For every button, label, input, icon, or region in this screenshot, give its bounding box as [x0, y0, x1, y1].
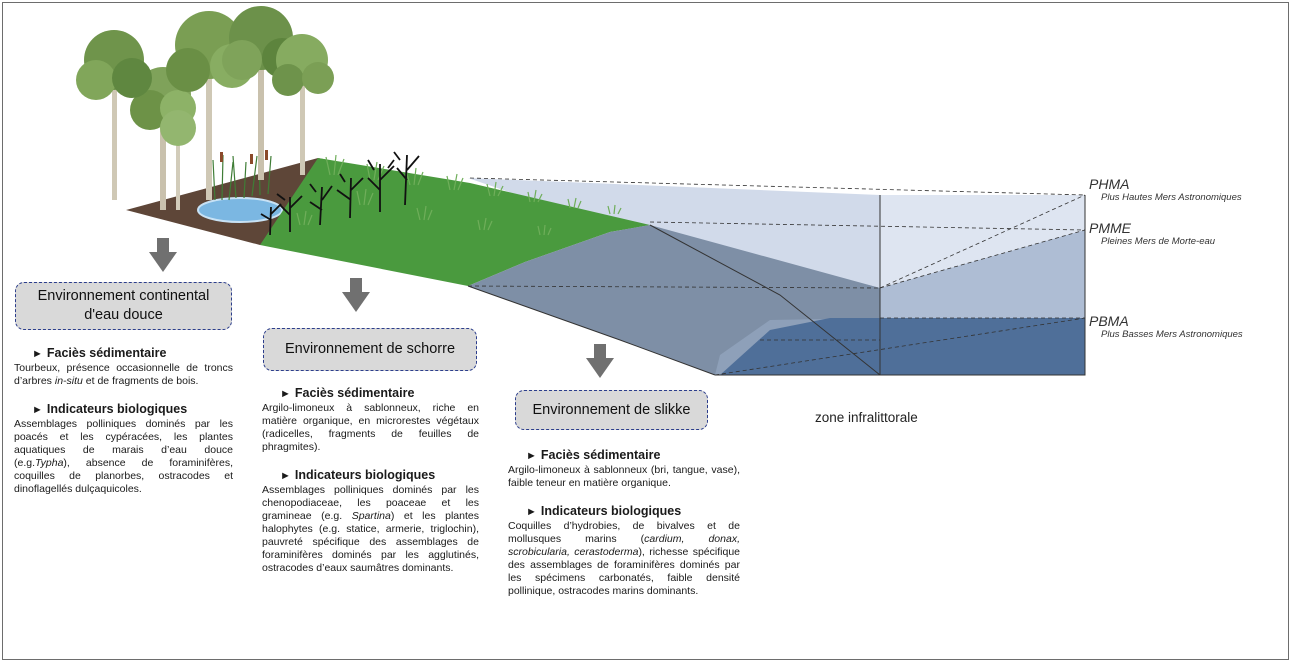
- tidal-level-code: PHMA: [1089, 176, 1130, 192]
- tidal-level-code: PBMA: [1089, 313, 1129, 329]
- env-continental-text: ►Faciès sédimentaire Tourbeux, présence …: [14, 346, 233, 496]
- tree-icon: [160, 110, 196, 210]
- env-schorre-text: ►Faciès sédimentaire Argilo-limoneux à s…: [262, 386, 479, 575]
- reed-icon: [296, 154, 622, 236]
- down-arrow-icon: [149, 238, 177, 272]
- tidal-level-description: Plus Hautes Mers Astronomiques: [1101, 192, 1242, 203]
- tidal-level-pmme: PMME Pleines Mers de Morte-eau: [1089, 220, 1215, 248]
- tidal-level-pbma: PBMA Plus Basses Mers Astronomiques: [1089, 313, 1243, 341]
- mudflat-surface: [468, 225, 880, 375]
- facies-heading: ►Faciès sédimentaire: [32, 346, 167, 360]
- tidal-level-code: PMME: [1089, 220, 1131, 236]
- env-title: Environnement de slikke: [532, 401, 691, 418]
- env-slikke-text: ►Faciès sédimentaire Argilo-limoneux à s…: [508, 448, 740, 598]
- facies-text: Argilo-limoneux à sablonneux, riche en m…: [262, 402, 479, 453]
- facies-heading: ►Faciès sédimentaire: [280, 386, 415, 400]
- bio-text: Assemblages polliniques dominés par les …: [262, 484, 479, 574]
- phma-line-front: [879, 194, 1086, 289]
- zone-infralittorale-label: zone infralittorale: [815, 410, 918, 425]
- tidal-level-phma: PHMA Plus Hautes Mers Astronomiques: [1089, 176, 1242, 204]
- slope-profile-line: [467, 285, 716, 376]
- facies-text: Tourbeux, présence occasionnelle de tron…: [14, 362, 233, 387]
- salt-marsh-surface: [260, 158, 650, 286]
- pmme-line-side: [879, 229, 1086, 289]
- bio-heading: ►Indicateurs biologiques: [32, 402, 188, 416]
- env-title-line: Environnement continental: [37, 288, 210, 304]
- down-arrow-icon: [586, 344, 614, 378]
- bio-heading: ►Indicateurs biologiques: [280, 468, 436, 482]
- env-title: Environnement de schorre: [284, 341, 456, 357]
- pmme-line-front: [467, 285, 881, 289]
- dead-shrub-icon: [260, 151, 420, 236]
- bio-text: Assemblages polliniques dominés par les …: [14, 418, 233, 495]
- env-schorre-title-box: Environnement de schorre: [263, 328, 477, 371]
- subtidal-wedge: [720, 318, 880, 375]
- facies-text: Argilo-limoneux à sablonneux (bri, tangu…: [508, 464, 740, 489]
- env-slikke-title-box: Environnement de slikke: [515, 390, 708, 430]
- pbma-line-front: [714, 317, 1086, 376]
- block-edges: [879, 195, 1086, 376]
- bio-heading: ►Indicateurs biologiques: [526, 504, 682, 518]
- water-block-deep: [880, 318, 1085, 375]
- freshwater-pond: [197, 197, 283, 223]
- tree-icon: [272, 34, 334, 175]
- phma-line-top: [469, 177, 1086, 196]
- bio-text: Coquilles d’hydrobies, de bivalves et de…: [508, 520, 740, 597]
- bottom-profile-line: [649, 224, 881, 376]
- tidal-level-description: Plus Basses Mers Astronomiques: [1101, 329, 1243, 340]
- reed-icon: [220, 150, 268, 164]
- pmme-line-back: [649, 221, 1086, 231]
- facies-heading: ►Faciès sédimentaire: [526, 448, 661, 462]
- down-arrow-icon: [342, 278, 370, 312]
- tree-icon: [76, 30, 152, 200]
- env-continental-title-box: Environnement continental d'eau douce: [15, 282, 232, 330]
- env-title-line: d'eau douce: [84, 307, 163, 323]
- tidal-level-description: Pleines Mers de Morte-eau: [1101, 236, 1216, 247]
